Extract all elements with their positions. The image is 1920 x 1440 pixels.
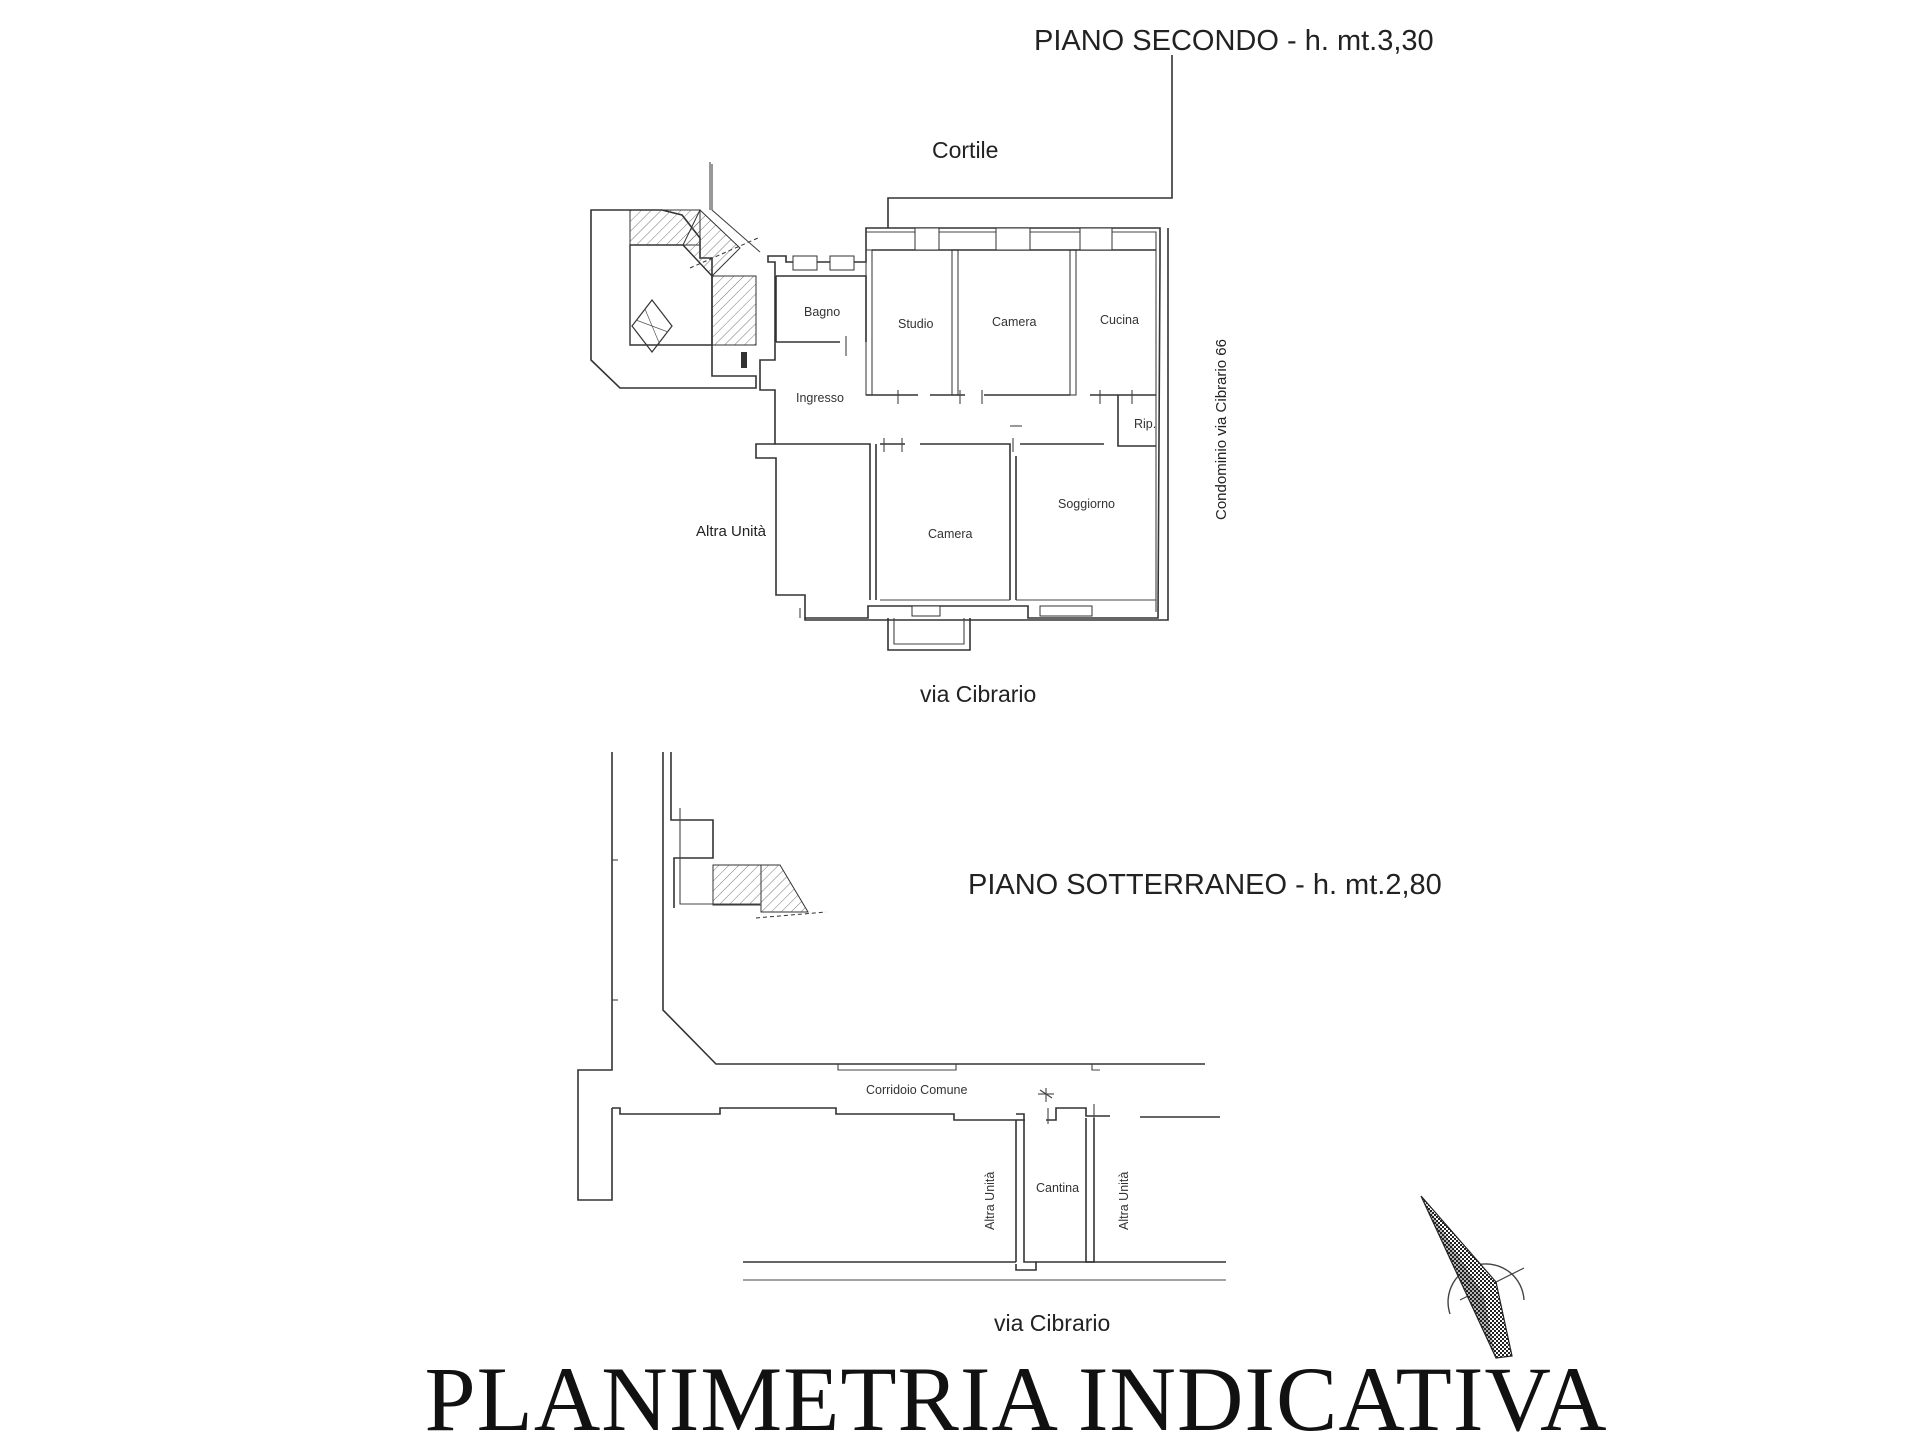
basement-heading: PIANO SOTTERRANEO - h. mt.2,80 — [968, 869, 1442, 901]
street-label-upper: via Cibrario — [920, 681, 1036, 707]
street-label-basement: via Cibrario — [994, 1310, 1110, 1336]
room-label-studio: Studio — [898, 317, 933, 331]
room-label-ingresso: Ingresso — [796, 391, 844, 405]
room-label-camera-south: Camera — [928, 527, 973, 541]
apartment-perimeter — [755, 227, 1161, 619]
cellar-entrance-icon — [1038, 1088, 1054, 1102]
room-label-ripostiglio: Rip. — [1134, 417, 1156, 431]
corridor-label: Corridoio Comune — [866, 1083, 967, 1097]
room-label-cantina: Cantina — [1036, 1181, 1079, 1195]
cellar-west-wall — [1015, 1113, 1037, 1271]
staircase-upper — [590, 164, 761, 389]
north-arrow-icon — [1420, 1195, 1525, 1359]
courtyard-boundary — [887, 55, 1173, 228]
basement-corridor-south-wall — [612, 1107, 1025, 1121]
other-unit-label-basement-left: Altra Unità — [983, 1172, 997, 1230]
other-unit-label-upper: Altra Unità — [696, 523, 767, 540]
room-label-soggiorno: Soggiorno — [1058, 497, 1115, 511]
basement-plan — [577, 752, 1226, 1281]
bathroom-walls — [776, 275, 867, 342]
basement-west-wall — [577, 752, 613, 1201]
ripostiglio-walls — [1117, 395, 1156, 447]
basement-corridor-north-wall — [662, 752, 1205, 1065]
room-label-bagno: Bagno — [804, 305, 840, 319]
street-facade — [804, 228, 1169, 621]
apartment-inner-wall — [866, 231, 1157, 612]
room-label-cucina: Cucina — [1100, 313, 1139, 327]
document-title: PLANIMETRIA INDICATIVA — [424, 1348, 1607, 1440]
balcony — [887, 618, 971, 651]
upper-floor-plan — [590, 55, 1173, 651]
courtyard-label: Cortile — [932, 137, 998, 163]
staircase-basement — [670, 752, 827, 919]
other-unit-label-basement-right: Altra Unità — [1117, 1172, 1131, 1230]
upper-floor-heading: PIANO SECONDO - h. mt.3,30 — [1034, 25, 1434, 57]
neighbor-building-label: Condominio via Cibrario 66 — [1213, 339, 1230, 520]
room-label-camera-north: Camera — [992, 315, 1037, 329]
